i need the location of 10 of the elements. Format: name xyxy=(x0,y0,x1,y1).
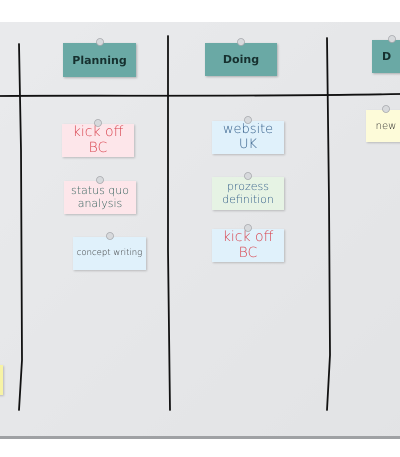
note-text: website UK xyxy=(222,123,274,152)
column-heading: Doing xyxy=(222,53,260,66)
note-text: concept writing xyxy=(76,248,142,258)
note-text: prozess definition xyxy=(221,181,275,206)
note-text: status quo analysis xyxy=(70,185,130,210)
note-text: kick off BC xyxy=(72,125,124,156)
note-text: kick off BC xyxy=(222,230,274,261)
column-heading: D xyxy=(382,50,392,63)
note-text: new xyxy=(376,120,396,132)
column-heading: Planning xyxy=(72,54,127,66)
